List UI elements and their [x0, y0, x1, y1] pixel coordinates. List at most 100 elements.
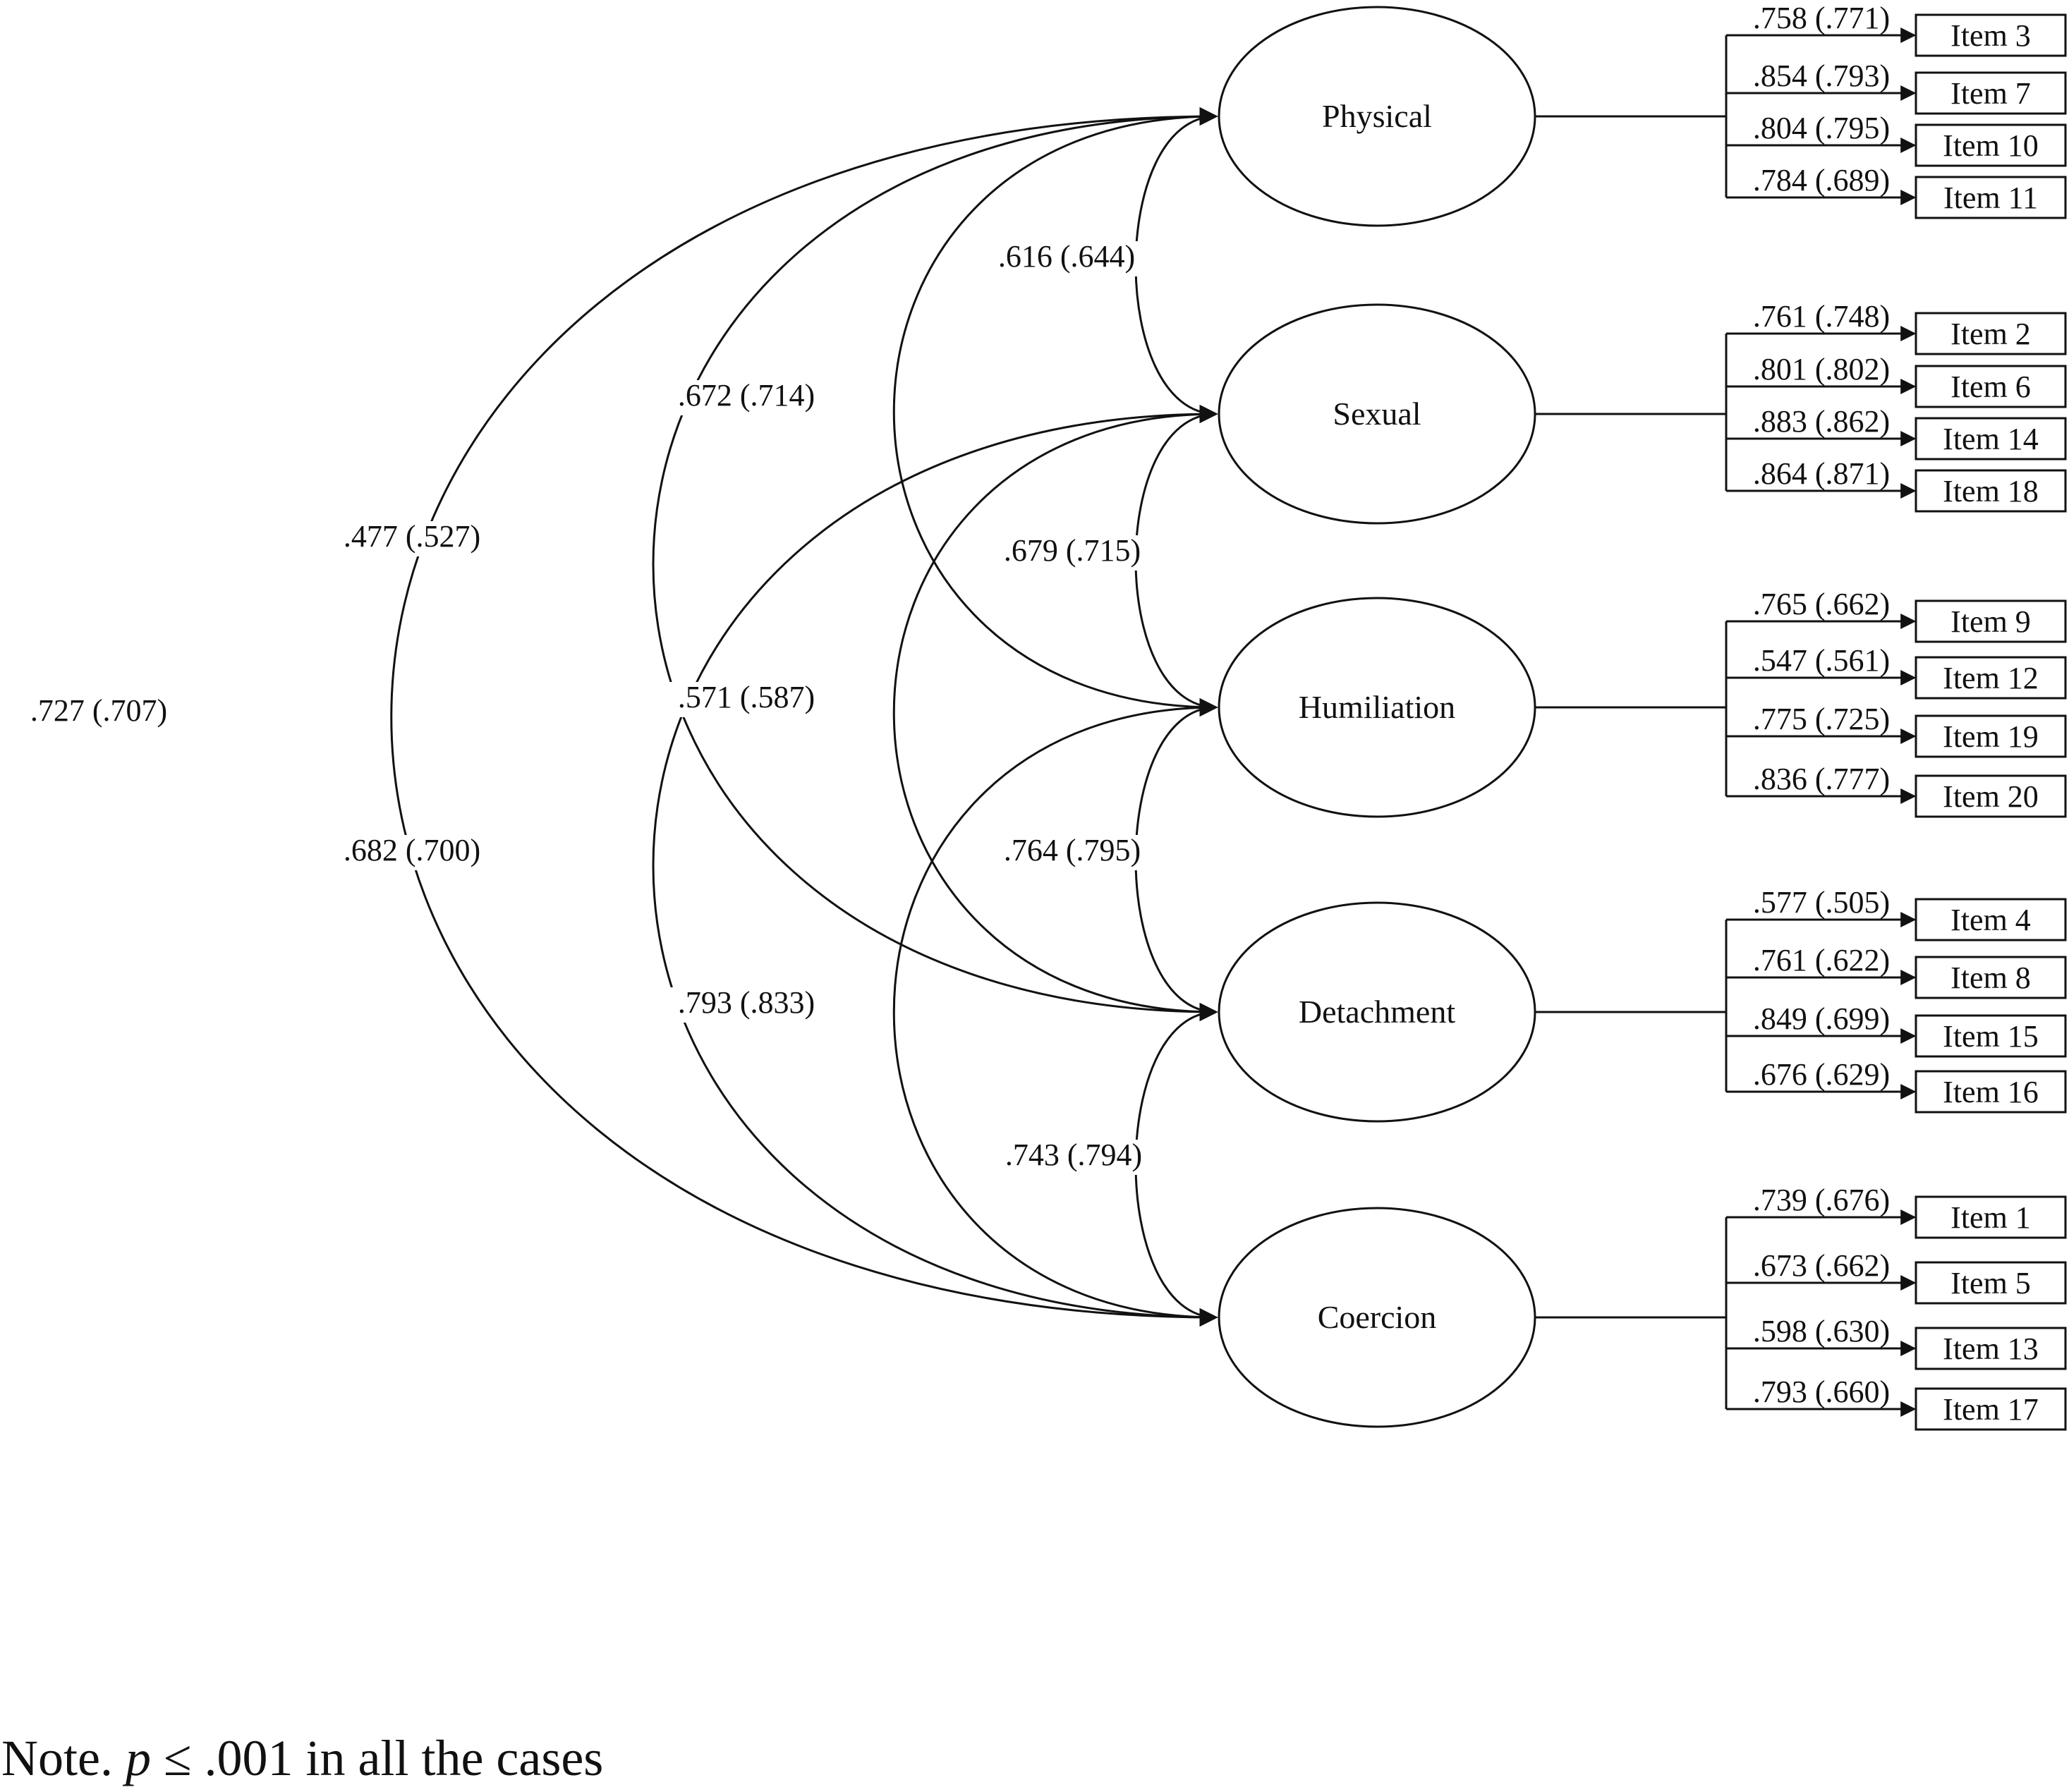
correlation-physical-humiliation	[892, 107, 1218, 717]
correlation-curves	[390, 107, 1218, 1327]
loading-value: .758 (.771)	[1753, 1, 1890, 35]
item-box	[1915, 714, 2067, 758]
item-label: Item 15	[1943, 1019, 2039, 1054]
loading-value: .883 (.862)	[1753, 404, 1890, 439]
correlation-value: .477 (.527)	[344, 519, 480, 554]
factor-ellipse	[1218, 6, 1536, 227]
correlation-value: .793 (.833)	[678, 985, 815, 1020]
loading-value: .804 (.795)	[1753, 111, 1890, 145]
item-item-15: Item 15.849 (.699)	[1726, 1001, 2067, 1058]
factor-coercion: Coercion	[1218, 1207, 1536, 1428]
correlation-curve	[1134, 107, 1218, 423]
item-label: Item 7	[1950, 76, 2031, 111]
item-box	[1915, 599, 2067, 643]
correlation-sexual-coercion	[652, 405, 1218, 1327]
loading-value: .761 (.622)	[1753, 943, 1890, 977]
item-label: Item 18	[1943, 474, 2039, 508]
item-label: Item 10	[1943, 128, 2039, 163]
correlation-curve	[390, 107, 1218, 1327]
cfa-path-diagram: Item 3 .758 (.771) Item 7.854 (.793) Item 1…	[20, 1, 2067, 1431]
correlation-label-bg	[667, 682, 825, 717]
item-label: Item 17	[1943, 1392, 2039, 1427]
item-label: Item 19	[1943, 719, 2039, 754]
factor-sexual: Sexual	[1218, 303, 1536, 525]
correlation-label-bg	[667, 380, 825, 415]
correlation-value: .764 (.795)	[1004, 833, 1141, 867]
item-item-18: Item 18.864 (.871)	[1726, 456, 2067, 513]
factor-label: Humiliation	[1299, 689, 1455, 725]
item-item-16: Item 16 .676 (.629)	[1726, 1057, 2067, 1114]
correlation-curve	[652, 107, 1218, 1021]
item-item-1: Item 1.739 (.676)	[1726, 1183, 2067, 1239]
correlation-humiliation-coercion	[892, 698, 1218, 1327]
item-item-9: Item 9.765 (.662)	[1726, 587, 2067, 643]
item-label: Item 9	[1950, 604, 2031, 639]
correlation-physical-detachment	[652, 107, 1218, 1021]
correlation-label-bg	[333, 521, 491, 556]
item-label: Item 20	[1943, 779, 2039, 814]
item-item-20: Item 20.836 (.777)	[1726, 762, 2067, 818]
item-label: Item 14	[1943, 422, 2039, 456]
item-item-5: Item 5 .673 (.662)	[1726, 1248, 2067, 1305]
item-box	[1915, 417, 2067, 461]
item-box	[1915, 774, 2067, 818]
factor-label: Coercion	[1318, 1299, 1437, 1335]
item-label: Item 12	[1943, 661, 2039, 695]
loadings-coercion: Item 1.739 (.676) Item 5 .673 (.662) Item 1…	[1535, 1183, 2067, 1431]
loading-value: .547 (.561)	[1753, 643, 1890, 678]
item-item-6: Item 6.801 (.802)	[1726, 352, 2067, 408]
item-box	[1915, 898, 2067, 941]
item-label: Item 6	[1950, 370, 2031, 404]
loadings-physical: Item 3 .758 (.771) Item 7.854 (.793) Item 1…	[1535, 1, 2067, 219]
item-label: Item 11	[1943, 181, 2038, 215]
item-label: Item 2	[1950, 317, 2031, 351]
correlation-physical-sexual	[1134, 107, 1218, 423]
correlation-label-bg	[993, 535, 1151, 571]
factor-detachment: Detachment	[1218, 901, 1536, 1123]
correlation-label-bg	[993, 835, 1151, 870]
loading-value: .793 (.660)	[1753, 1375, 1890, 1409]
correlation-value: .616 (.644)	[998, 239, 1135, 274]
factor-label: Sexual	[1333, 396, 1421, 432]
item-box	[1915, 123, 2067, 167]
correlation-labels: .616 (.644).672 (.714).477 (.527).727 (.…	[20, 239, 1153, 1175]
loading-value: .739 (.676)	[1753, 1183, 1890, 1217]
factor-label: Detachment	[1299, 994, 1455, 1030]
loading-value: .577 (.505)	[1753, 885, 1890, 920]
item-item-12: Item 12 .547 (.561)	[1726, 643, 2067, 700]
item-item-7: Item 7.854 (.793)	[1726, 59, 2067, 115]
factor-humiliation: Humiliation	[1218, 597, 1536, 818]
correlation-label-bg	[995, 1140, 1153, 1175]
loadings-sexual: Item 2 .761 (.748) Item 6.801 (.802) Item 1…	[1535, 299, 2067, 513]
loading-value: .775 (.725)	[1753, 702, 1890, 736]
item-item-3: Item 3 .758 (.771)	[1726, 1, 2067, 57]
item-box	[1915, 365, 2067, 408]
latent-factors: PhysicalSexualHumiliationDetachmentCoerc…	[1218, 6, 1536, 1428]
item-item-4: Item 4 .577 (.505)	[1726, 885, 2067, 941]
footnote-p-symbol: p	[125, 1730, 151, 1786]
item-label: Item 8	[1950, 961, 2031, 995]
correlation-value: .743 (.794)	[1005, 1138, 1142, 1172]
footnote: Note. p ≤ .001 in all the cases	[1, 1729, 603, 1788]
item-label: Item 16	[1943, 1075, 2039, 1109]
correlation-curve	[892, 698, 1218, 1327]
factor-loadings: Item 3 .758 (.771) Item 7.854 (.793) Item 1…	[1535, 1, 2067, 1431]
item-box	[1915, 1387, 2067, 1431]
factor-ellipse	[1218, 303, 1536, 525]
loading-value: .676 (.629)	[1753, 1057, 1890, 1092]
correlation-value: .571 (.587)	[678, 680, 815, 714]
item-box	[1915, 176, 2067, 219]
loading-value: .673 (.662)	[1753, 1248, 1890, 1283]
correlation-curve	[652, 405, 1218, 1327]
loading-value: .784 (.689)	[1753, 163, 1890, 197]
item-label: Item 13	[1943, 1331, 2039, 1366]
item-label: Item 4	[1950, 903, 2031, 937]
item-label: Item 3	[1950, 18, 2031, 53]
item-box	[1915, 1261, 2067, 1305]
factor-ellipse	[1218, 1207, 1536, 1428]
loading-value: .761 (.748)	[1753, 299, 1890, 334]
item-item-13: Item 13.598 (.630)	[1726, 1314, 2067, 1370]
footnote-suffix: ≤ .001 in all the cases	[150, 1730, 604, 1786]
item-item-17: Item 17 .793 (.660)	[1726, 1375, 2067, 1431]
item-label: Item 5	[1950, 1266, 2031, 1300]
